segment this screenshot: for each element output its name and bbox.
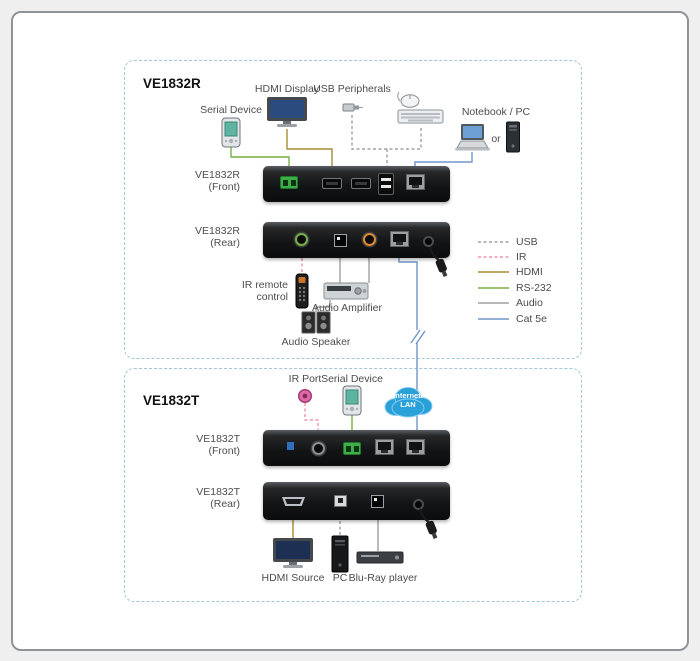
power-plug-icon-r — [428, 246, 454, 287]
hdmi-source-monitor-icon — [271, 537, 315, 575]
lan-port-front-r — [406, 174, 425, 190]
hdmi-in-port — [282, 497, 305, 506]
line-usb-peripherals — [351, 115, 422, 173]
ir-jack-port-r — [295, 233, 308, 246]
legend-swatch-cat5e — [478, 317, 509, 320]
transmitter-front-label: VE1832T (Front) — [196, 433, 240, 457]
legend-row-rs232: RS-232 — [478, 280, 552, 295]
line-hdmi-display — [286, 129, 333, 178]
toslink-port-r — [334, 234, 347, 247]
power-jack-t — [413, 499, 424, 510]
transmitter-rear-label: VE1832T (Rear) — [196, 486, 240, 510]
transmitter-front-panel — [263, 430, 450, 466]
ir-port-label: IR Port — [288, 373, 322, 385]
hdmi-port-2 — [351, 178, 371, 189]
led-indicator — [287, 442, 294, 450]
receiver-front-panel — [263, 166, 450, 202]
break-slashes-icon — [410, 329, 421, 344]
legend-row-hdmi: HDMI — [478, 265, 552, 280]
transmitter-rear-panel — [263, 482, 450, 520]
legend-swatch-hdmi — [478, 271, 509, 274]
usb-peripherals-label: USB Peripherals — [313, 83, 391, 95]
serial-device-label-t: Serial Device — [321, 373, 383, 385]
receiver-title: VE1832R — [143, 76, 201, 91]
speakers-icon — [301, 310, 331, 339]
transmitter-title: VE1832T — [143, 393, 200, 408]
rca-audio-port — [363, 233, 376, 246]
legend-swatch-audio — [478, 302, 509, 304]
hdmi-display-label: HDMI Display — [254, 83, 320, 95]
amplifier-icon — [323, 282, 369, 305]
legend-swatch-rs232 — [478, 287, 509, 289]
power-plug-icon-t — [418, 508, 444, 549]
bluray-player-label: Blu-Ray player — [348, 572, 418, 584]
audio-speaker-label: Audio Speaker — [281, 336, 351, 348]
bluray-player-icon — [356, 549, 404, 571]
mouse-icon — [395, 90, 421, 113]
pda-icon-t — [340, 385, 364, 421]
legend-row-cat5e: Cat 5e — [478, 311, 552, 326]
usb-ports — [378, 173, 394, 195]
pc-label: PC — [332, 572, 348, 584]
cloud-icon — [382, 385, 434, 424]
monitor-icon — [265, 96, 309, 134]
receiver-rear-panel — [263, 222, 450, 258]
power-jack-r — [423, 236, 434, 247]
hdmi-out-port — [322, 178, 342, 189]
ir-ball-icon — [297, 388, 313, 409]
legend-swatch-ir — [478, 256, 509, 258]
line-audio-speaker — [315, 300, 331, 312]
rs232-terminal-port-t — [343, 442, 361, 455]
lan-port-t — [375, 439, 394, 455]
legend-row-audio: Audio — [478, 296, 552, 311]
receiver-section-box — [124, 60, 582, 359]
serial-device-label-r: Serial Device — [200, 104, 262, 116]
laptop-icon — [454, 123, 491, 158]
receiver-rear-label: VE1832R (Rear) — [195, 225, 240, 249]
legend-row-usb: USB — [478, 234, 552, 249]
or-label: or — [491, 133, 501, 145]
notebook-pc-label: Notebook / PC — [461, 106, 531, 118]
ir-remote-label: IR remote control — [241, 279, 288, 303]
pda-icon — [219, 117, 243, 153]
pc-tower-icon — [330, 535, 350, 578]
usb-b-port — [334, 495, 347, 507]
receiver-front-label: VE1832R (Front) — [195, 169, 240, 193]
toslink-port-t — [371, 495, 384, 508]
keyboard-icon — [397, 108, 444, 130]
cloud-label: Internet/ LAN — [393, 391, 423, 409]
rs232-terminal-port — [280, 176, 298, 189]
legend-row-ir: IR — [478, 249, 552, 264]
usb-plug-icon — [342, 100, 364, 119]
ir-jack-port-t — [312, 442, 325, 455]
hdmi-source-label: HDMI Source — [261, 572, 325, 584]
transmitter-section-box — [124, 368, 582, 602]
cat5e-link-port-r — [390, 231, 409, 247]
legend-swatch-usb — [478, 240, 509, 243]
remote-control-icon — [294, 273, 310, 314]
legend: USB IR HDMI RS-232 Audio Cat 5e — [478, 234, 552, 326]
desktop-tower-icon — [505, 121, 521, 158]
cat5e-link-port-t — [406, 439, 425, 455]
audio-amplifier-label: Audio Amplifier — [311, 302, 383, 314]
